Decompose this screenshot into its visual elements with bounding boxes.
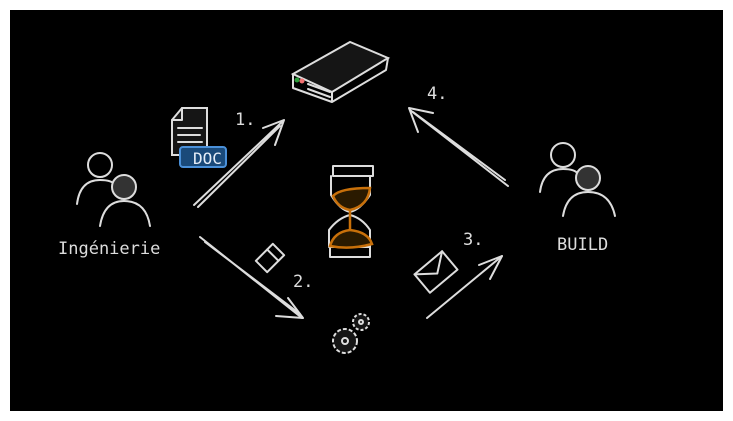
diagram-canvas: DOC Ingénierie BUILD 1. 2. 3. 4. [10,10,723,411]
arrow-3 [426,255,503,319]
step-label-3: 3. [463,230,484,250]
gears-icon [332,313,370,354]
envelope-icon [413,250,459,294]
arrow-2 [199,236,304,319]
step-label-4: 4. [427,84,448,104]
diagram-svg [76,40,616,354]
hourglass-icon [328,165,374,258]
actor-label-left: Ingénierie [58,239,161,259]
actor-label-right: BUILD [557,235,609,255]
doc-badge-label: DOC [193,149,222,168]
doc-badge [179,146,227,168]
server-icon [290,40,391,103]
arrow-1 [193,119,285,208]
step-label-1: 1. [235,110,256,130]
arrow-4 [408,107,509,187]
document-icon [171,107,208,156]
users-icon-right [539,142,616,217]
users-icon-left [76,152,151,227]
step-label-2: 2. [293,272,314,292]
package-icon [254,242,286,274]
